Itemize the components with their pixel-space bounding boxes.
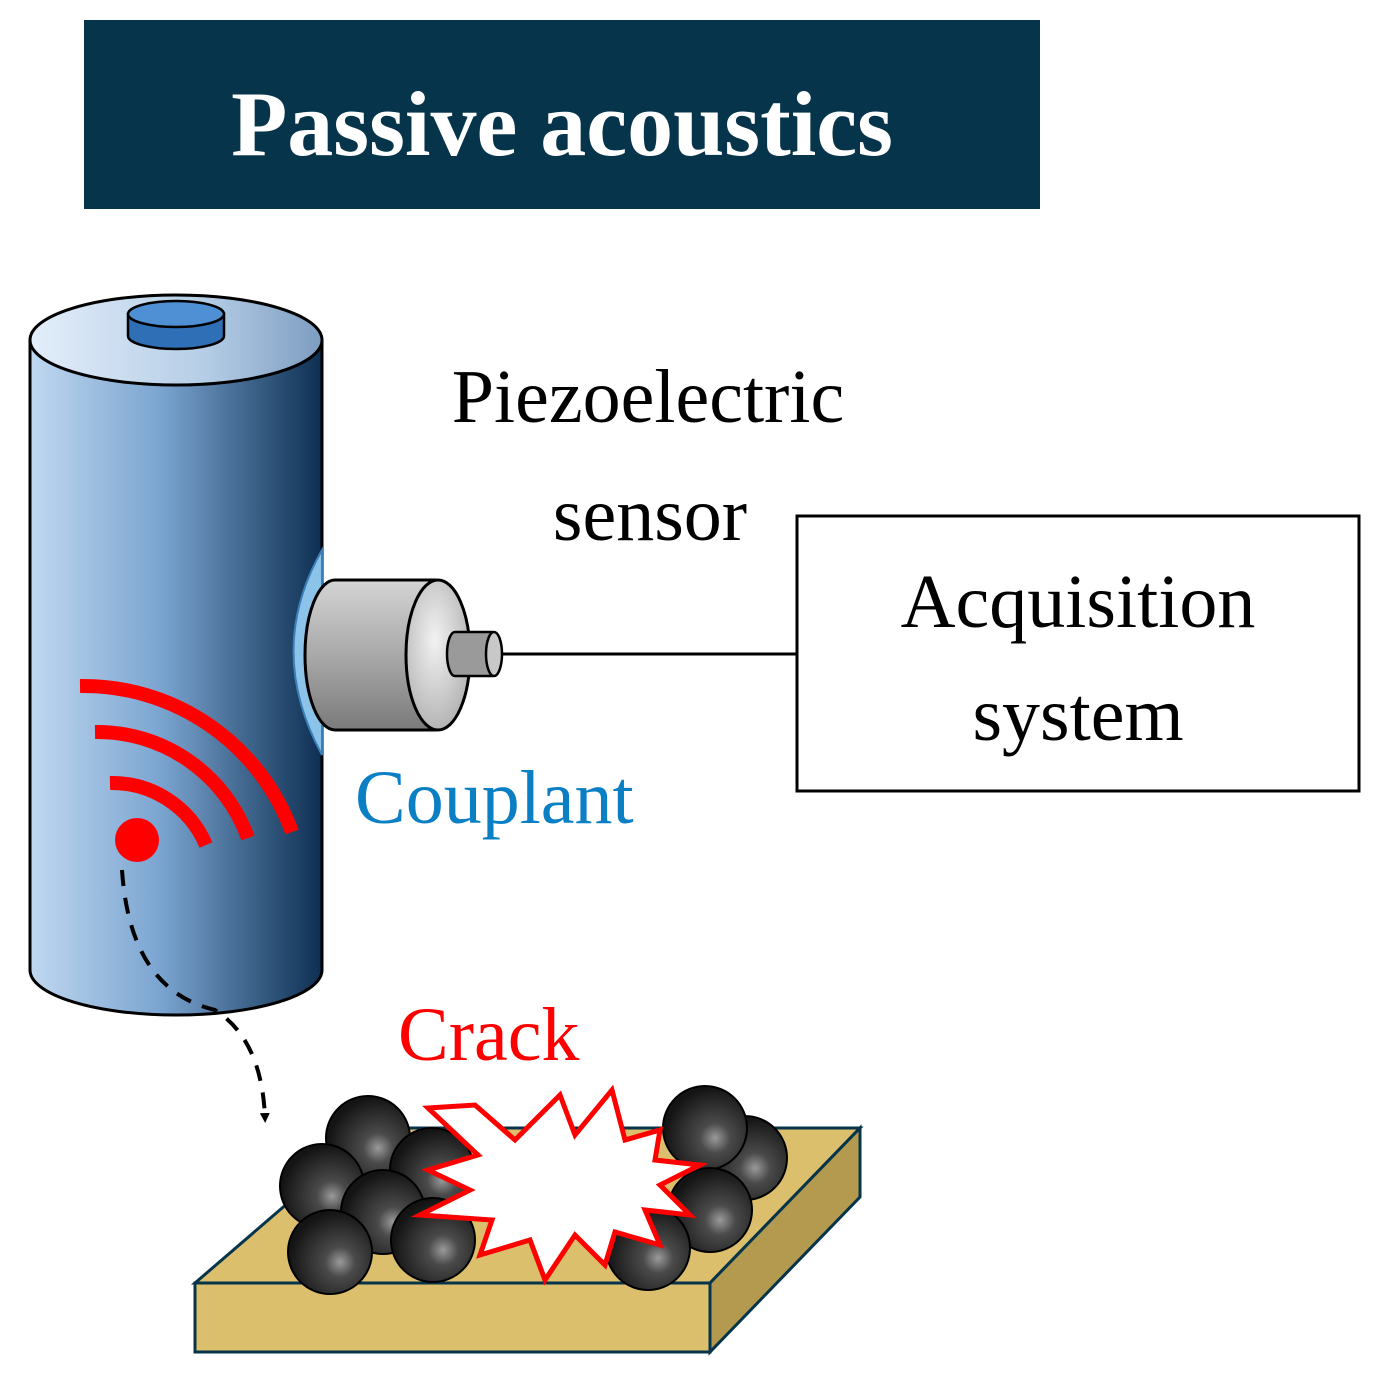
piezo-sensor-icon bbox=[303, 578, 504, 732]
cell-terminal-top bbox=[126, 299, 226, 329]
cell-body bbox=[28, 338, 324, 1017]
particle-cluster-right bbox=[605, 1085, 788, 1291]
acquisition-label-line2: system bbox=[972, 673, 1183, 757]
acquisition-frame bbox=[795, 514, 1361, 793]
acoustic-wave-icon bbox=[79, 678, 299, 862]
sensor-connector bbox=[445, 630, 494, 678]
acquisition-system-box: Acquisition system bbox=[795, 514, 1361, 793]
page-title: Passive acoustics bbox=[231, 73, 893, 175]
title-background bbox=[84, 20, 1040, 209]
battery-cell-icon bbox=[28, 293, 324, 1017]
electrode-front bbox=[193, 1281, 712, 1354]
acquisition-label-line1: Acquisition bbox=[901, 560, 1256, 644]
sensor-label-line2: sensor bbox=[553, 473, 747, 557]
wave-arc-outer bbox=[79, 678, 299, 835]
emission-source bbox=[115, 818, 159, 862]
particle bbox=[287, 1209, 373, 1295]
wave-arc-inner bbox=[109, 775, 213, 848]
dashed-arrow bbox=[120, 869, 270, 1123]
wave-arc-middle bbox=[94, 724, 255, 841]
sensor-connector-tip bbox=[484, 630, 504, 678]
particle bbox=[662, 1085, 748, 1171]
sensor-label-line1: Piezoelectric bbox=[452, 355, 844, 439]
crack-burst-icon bbox=[410, 1084, 709, 1286]
crack-label: Crack bbox=[398, 993, 579, 1077]
sensor-body bbox=[303, 578, 437, 732]
title-banner: Passive acoustics bbox=[84, 20, 1040, 209]
electrode-side bbox=[708, 1124, 862, 1356]
couplant-label: Couplant bbox=[355, 756, 634, 840]
